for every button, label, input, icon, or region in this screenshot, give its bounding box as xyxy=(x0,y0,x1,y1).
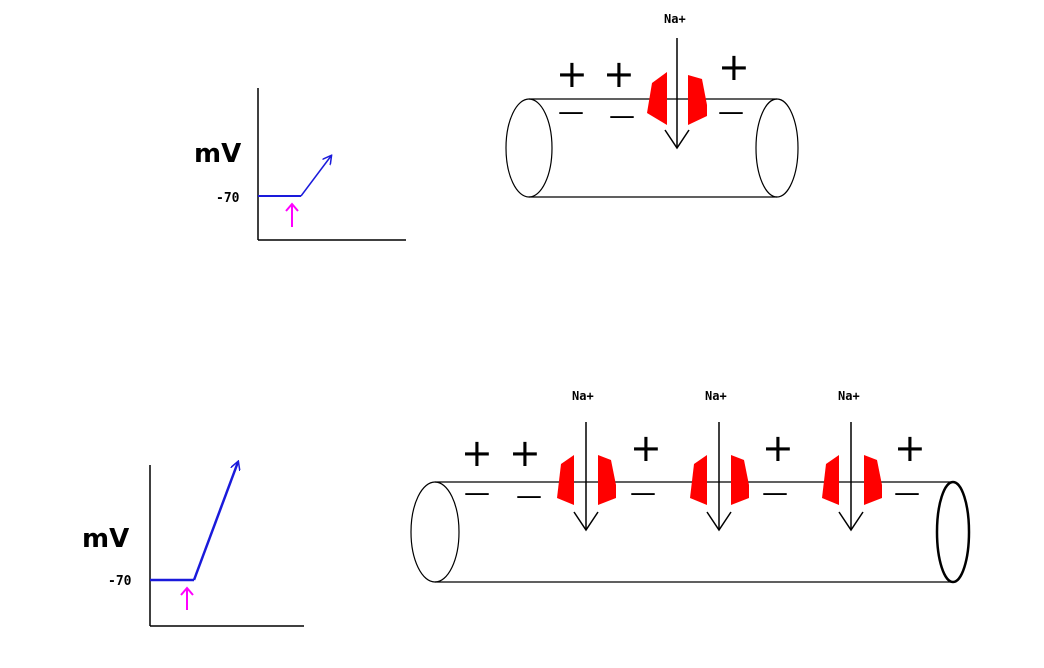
top-graph-rising-trace xyxy=(300,156,331,197)
bottom-graph-rising-trace xyxy=(192,462,238,581)
bottom-plus-sign: + xyxy=(894,426,926,470)
top-graph: mV -70 xyxy=(194,88,406,241)
bottom-ion-label: Na+ xyxy=(838,389,860,403)
top-sodium-influx-arrow xyxy=(664,38,690,150)
bottom-minus-sign: — xyxy=(464,478,490,508)
bottom-plus-sign: + xyxy=(630,426,662,470)
top-graph-resting-label: -70 xyxy=(216,191,240,206)
bottom-axon-right-end xyxy=(935,480,971,584)
bottom-ion-label: Na+ xyxy=(705,389,727,403)
bottom-graph-stimulus-arrow xyxy=(180,586,194,610)
top-plus-sign: + xyxy=(603,52,635,96)
top-minus-sign: — xyxy=(718,97,744,127)
bottom-graph-resting-label: -70 xyxy=(108,574,132,589)
bottom-sodium-influx-arrow xyxy=(573,422,599,532)
top-minus-sign: — xyxy=(558,97,584,127)
bottom-minus-sign: — xyxy=(894,478,920,508)
top-graph-stimulus-arrow xyxy=(285,202,299,227)
bottom-axon-left-end xyxy=(410,481,460,583)
bottom-plus-sign: + xyxy=(509,431,541,475)
top-axon-left-end xyxy=(505,98,553,198)
bottom-graph-y-label: mV xyxy=(82,524,129,554)
bottom-minus-sign: — xyxy=(516,481,542,511)
bottom-axon: Na+ Na+ Na+ + + + + + — — — — — xyxy=(410,389,971,584)
bottom-minus-sign: — xyxy=(762,478,788,508)
bottom-graph: mV -70 xyxy=(82,462,304,627)
bottom-sodium-channel-right xyxy=(864,455,882,505)
top-minus-sign: — xyxy=(609,101,635,131)
bottom-sodium-channel-left xyxy=(557,455,574,505)
bottom-sodium-influx-arrow xyxy=(706,422,732,532)
top-sodium-channel-left xyxy=(647,72,667,125)
top-sodium-channel-right xyxy=(688,75,707,125)
bottom-ion-label: Na+ xyxy=(572,389,594,403)
top-ion-label: Na+ xyxy=(664,12,686,26)
top-axon-right-end xyxy=(755,98,799,198)
top-graph-y-label: mV xyxy=(194,139,241,169)
bottom-sodium-channel-left xyxy=(690,455,707,505)
bottom-sodium-channel-right xyxy=(598,455,616,505)
bottom-sodium-influx-arrow xyxy=(838,422,864,532)
bottom-minus-sign: — xyxy=(630,478,656,508)
top-plus-sign: + xyxy=(556,52,588,96)
top-plus-sign: + xyxy=(718,45,750,89)
top-axon: Na+ + + + — — — xyxy=(505,12,799,198)
bottom-sodium-channel-left xyxy=(822,455,839,505)
bottom-plus-sign: + xyxy=(461,431,493,475)
bottom-plus-sign: + xyxy=(762,426,794,470)
bottom-sodium-channel-right xyxy=(731,455,749,505)
